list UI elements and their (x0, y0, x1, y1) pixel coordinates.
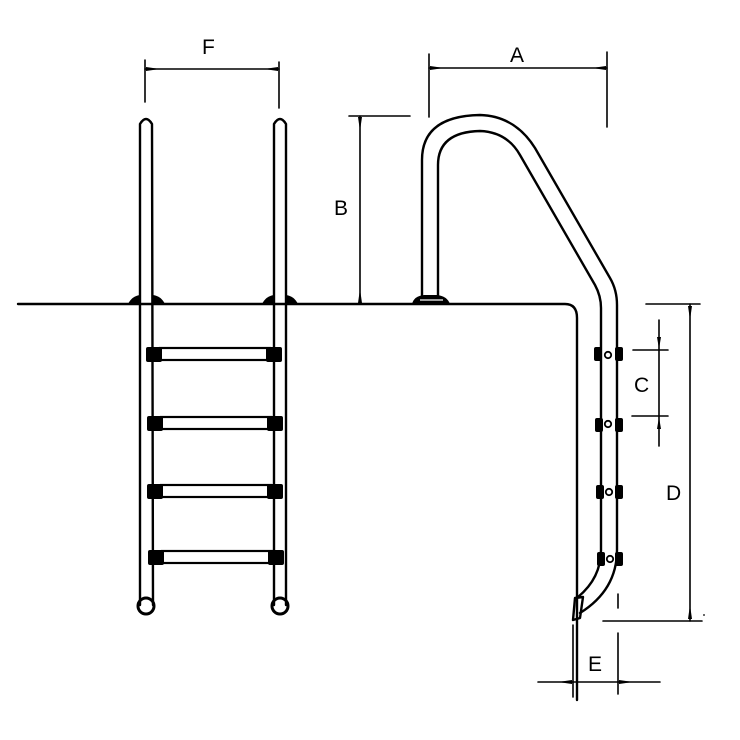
dimension-b: B (334, 115, 411, 305)
side-step-4 (597, 552, 623, 566)
side-step-1 (594, 347, 623, 361)
front-view-ladder (128, 117, 298, 616)
dimension-e: E (537, 624, 661, 698)
dimension-c: C (631, 319, 669, 447)
right-rail (272, 117, 288, 607)
pool-edge (16, 302, 579, 702)
label-c: C (634, 374, 649, 397)
label-a: A (510, 44, 524, 67)
side-view-handrail (412, 113, 623, 622)
side-step-2 (595, 418, 623, 432)
dimension-a: A (428, 44, 608, 128)
step-4 (148, 549, 284, 565)
dimension-d: D (602, 303, 705, 622)
side-step-3 (596, 485, 623, 499)
left-rail (138, 117, 155, 607)
label-b: B (334, 197, 348, 220)
label-f: F (202, 36, 215, 59)
step-3 (147, 483, 283, 499)
label-e: E (588, 653, 602, 676)
label-d: D (666, 482, 681, 505)
step-1 (146, 346, 282, 362)
dimension-f: F (144, 36, 280, 109)
step-2 (147, 415, 283, 431)
